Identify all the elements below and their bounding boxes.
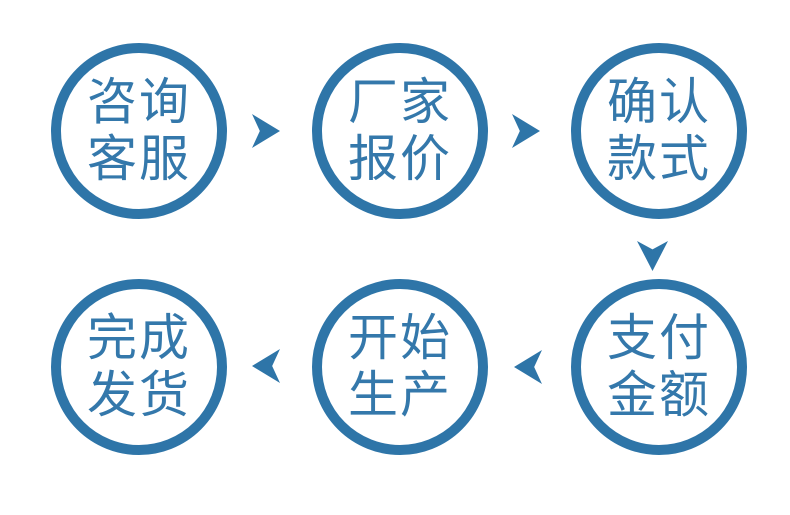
step-label-line: 报价: [348, 130, 452, 188]
step-label-line: 金额: [607, 366, 711, 424]
step-label-line: 客服: [87, 130, 191, 188]
step-label-line: 厂家: [348, 73, 452, 131]
step-circle-start-production: 开始 生产: [312, 279, 488, 455]
step-label-line: 生产: [348, 366, 452, 424]
arrow-right-icon: [252, 114, 280, 148]
step-label-line: 支付: [607, 309, 711, 367]
step-circle-consult-service: 咨询 客服: [51, 43, 227, 219]
step-label-line: 发货: [87, 366, 191, 424]
step-circle-factory-quote: 厂家 报价: [312, 43, 488, 219]
step-circle-confirm-style: 确认 款式: [571, 43, 747, 219]
step-label-line: 确认: [607, 73, 711, 131]
arrow-right-icon: [512, 114, 540, 148]
step-circle-pay-amount: 支付 金额: [571, 279, 747, 455]
step-label-line: 款式: [607, 130, 711, 188]
arrow-left-icon: [252, 349, 280, 383]
arrow-down-icon: [637, 241, 668, 271]
arrow-left-icon: [514, 350, 542, 384]
step-label-line: 咨询: [87, 73, 191, 131]
step-label-line: 完成: [87, 309, 191, 367]
step-circle-complete-shipment: 完成 发货: [51, 279, 227, 455]
step-label-line: 开始: [348, 309, 452, 367]
